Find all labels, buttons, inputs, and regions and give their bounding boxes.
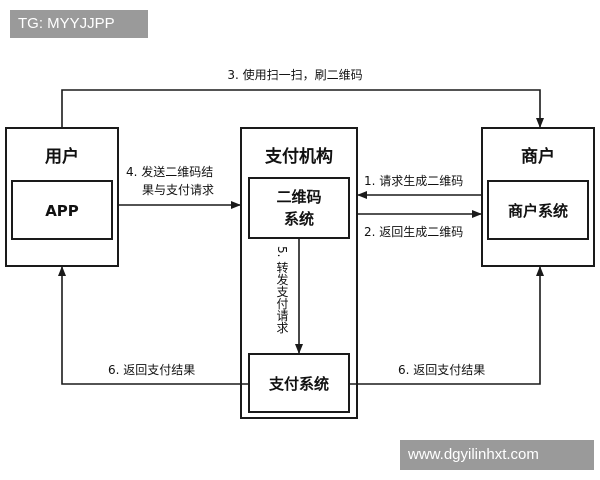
edge-result-to-user-label: 6. 返回支付结果 xyxy=(108,363,195,377)
edge-result-to-merchant-label: 6. 返回支付结果 xyxy=(398,363,485,377)
edge-send-qr-label-line2: 果与支付请求 xyxy=(142,183,214,197)
app-box xyxy=(11,180,113,240)
edge-result-to-user xyxy=(58,266,249,385)
edge-scan-qr-label: 3. 使用扫一扫，刷二维码 xyxy=(227,67,362,82)
qr-system-box xyxy=(248,177,350,239)
merchant-system-box xyxy=(487,180,589,240)
pay-system-label: 支付系统 xyxy=(268,375,329,393)
watermark-top: TG: MYYJJPP xyxy=(10,10,148,38)
pay-system-box xyxy=(248,353,350,413)
edge-result-to-merchant xyxy=(349,266,544,385)
user-title: 用户 xyxy=(45,146,79,167)
edge-return-qr-label: 2. 返回生成二维码 xyxy=(364,225,463,239)
edge-request-qr-label: 1. 请求生成二维码 xyxy=(364,174,463,188)
qr-system-label-line1: 二维码 xyxy=(276,188,321,206)
watermark-bottom: www.dgyilinhxt.com xyxy=(400,440,594,470)
merchant-system-label: 商户系统 xyxy=(508,202,568,220)
edge-send-qr-label-line1: 4. 发送二维码结 xyxy=(126,164,213,179)
payment-org-title: 支付机构 xyxy=(265,146,333,167)
edge-scan-qr xyxy=(61,89,544,128)
edge-forward-request-label: 5. 转发支付请求 xyxy=(275,246,289,333)
merchant-title: 商户 xyxy=(521,146,555,167)
app-label: APP xyxy=(45,202,79,220)
qr-system-label-line2: 系统 xyxy=(284,210,314,228)
